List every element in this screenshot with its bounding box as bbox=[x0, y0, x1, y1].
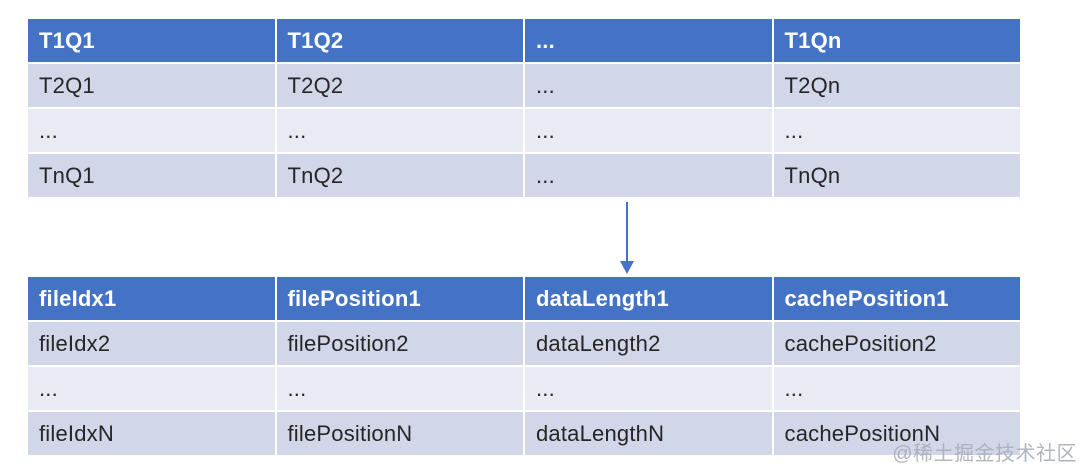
header-cell: T1Q1 bbox=[28, 19, 275, 62]
table-cell: dataLengthN bbox=[525, 412, 772, 455]
table-cell: ... bbox=[28, 367, 275, 410]
table-cell: TnQ1 bbox=[28, 154, 275, 197]
table-cell: ... bbox=[525, 154, 772, 197]
table-cell: T2Q2 bbox=[276, 64, 523, 107]
table-cell: TnQ2 bbox=[276, 154, 523, 197]
header-cell: cachePosition1 bbox=[773, 277, 1020, 320]
table-row: ............ bbox=[28, 109, 1020, 152]
table-cell: ... bbox=[773, 367, 1020, 410]
header-cell: T1Qn bbox=[773, 19, 1020, 62]
header-cell: ... bbox=[525, 19, 772, 62]
table-cell: dataLength2 bbox=[525, 322, 772, 365]
table-cell: ... bbox=[276, 367, 523, 410]
table-cell: fileIdx2 bbox=[28, 322, 275, 365]
table-cell: filePositionN bbox=[276, 412, 523, 455]
header-cell: filePosition1 bbox=[276, 277, 523, 320]
table-cell: filePosition2 bbox=[276, 322, 523, 365]
header-cell: dataLength1 bbox=[525, 277, 772, 320]
table-cell: T2Q1 bbox=[28, 64, 275, 107]
table-cell: ... bbox=[525, 109, 772, 152]
table-cell: ... bbox=[28, 109, 275, 152]
table-cell: cachePosition2 bbox=[773, 322, 1020, 365]
down-arrow-icon bbox=[620, 202, 634, 274]
table-cell: ... bbox=[525, 367, 772, 410]
table-cell: cachePositionN bbox=[773, 412, 1020, 455]
table-cell: ... bbox=[773, 109, 1020, 152]
table-cell: TnQn bbox=[773, 154, 1020, 197]
table-cell: ... bbox=[525, 64, 772, 107]
header-cell: fileIdx1 bbox=[28, 277, 275, 320]
header-cell: T1Q2 bbox=[276, 19, 523, 62]
table-row: ............ bbox=[28, 367, 1020, 410]
table-cell: T2Qn bbox=[773, 64, 1020, 107]
table-cell: fileIdxN bbox=[28, 412, 275, 455]
table-cell: ... bbox=[276, 109, 523, 152]
watermark: @稀土掘金技术社区 bbox=[892, 443, 1077, 465]
